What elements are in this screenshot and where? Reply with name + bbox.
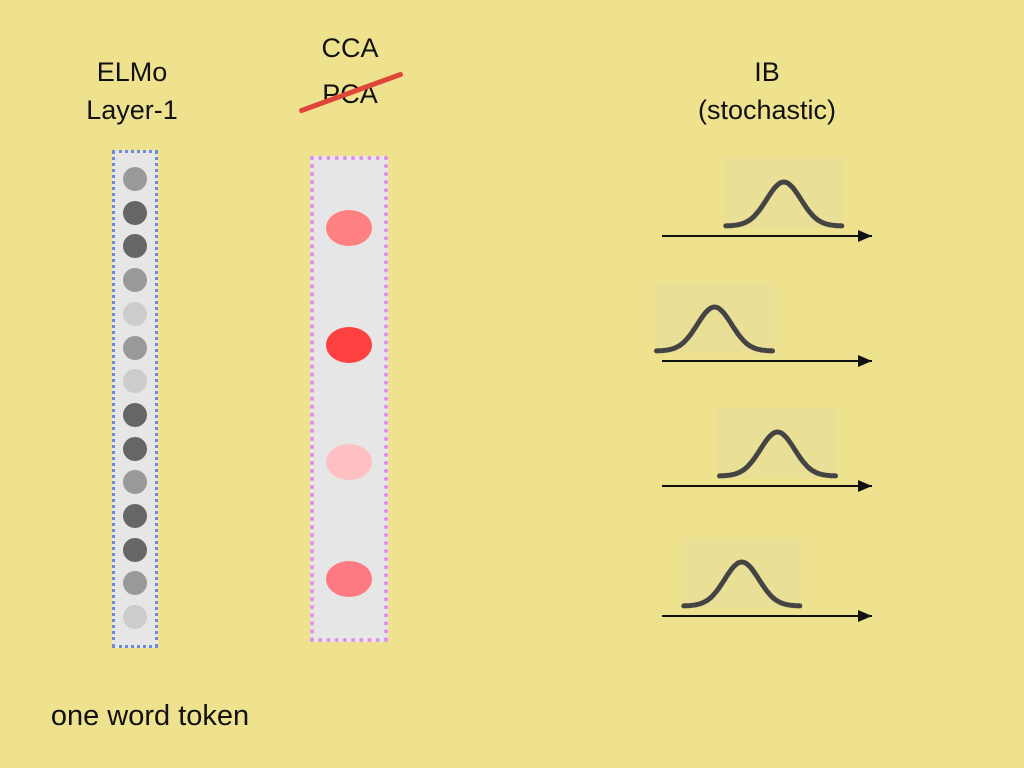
pca-vector-column [310, 156, 388, 642]
distribution-panel [654, 283, 775, 353]
ib-title: IB (stochastic) [652, 53, 882, 129]
elmo-neuron [123, 234, 147, 259]
distribution-panel [717, 408, 838, 478]
elmo-layer-title: ELMo Layer-1 [52, 53, 212, 129]
elmo-neuron [123, 200, 147, 225]
distribution-panel [681, 538, 802, 608]
elmo-neuron [123, 335, 147, 360]
elmo-neuron [123, 301, 147, 326]
elmo-neuron [123, 268, 147, 293]
gaussian-curve [723, 179, 845, 229]
elmo-title-line2: Layer-1 [86, 95, 178, 125]
elmo-neuron [123, 470, 147, 495]
pca-neuron [326, 561, 372, 597]
gaussian-curve [654, 304, 775, 354]
elmo-neuron [123, 402, 147, 427]
elmo-neuron [123, 504, 147, 528]
elmo-neuron [123, 369, 147, 394]
elmo-vector-column [112, 150, 158, 648]
cca-label: CCA [321, 33, 379, 63]
token-label: one word token [50, 700, 250, 732]
ib-title-line2: (stochastic) [697, 95, 837, 125]
elmo-neuron [123, 537, 147, 562]
elmo-neuron [123, 571, 147, 596]
elmo-title-line1: ELMo [96, 57, 168, 87]
elmo-neuron [123, 436, 147, 461]
elmo-neuron [123, 605, 147, 630]
pca-neuron [326, 327, 372, 363]
distribution-panel [723, 158, 844, 228]
gaussian-curve [717, 429, 838, 479]
gaussian-curve [681, 559, 803, 609]
ib-title-line1: IB [754, 57, 780, 87]
pca-neuron [326, 210, 372, 246]
elmo-neuron [123, 167, 147, 191]
pca-neuron [326, 444, 372, 480]
